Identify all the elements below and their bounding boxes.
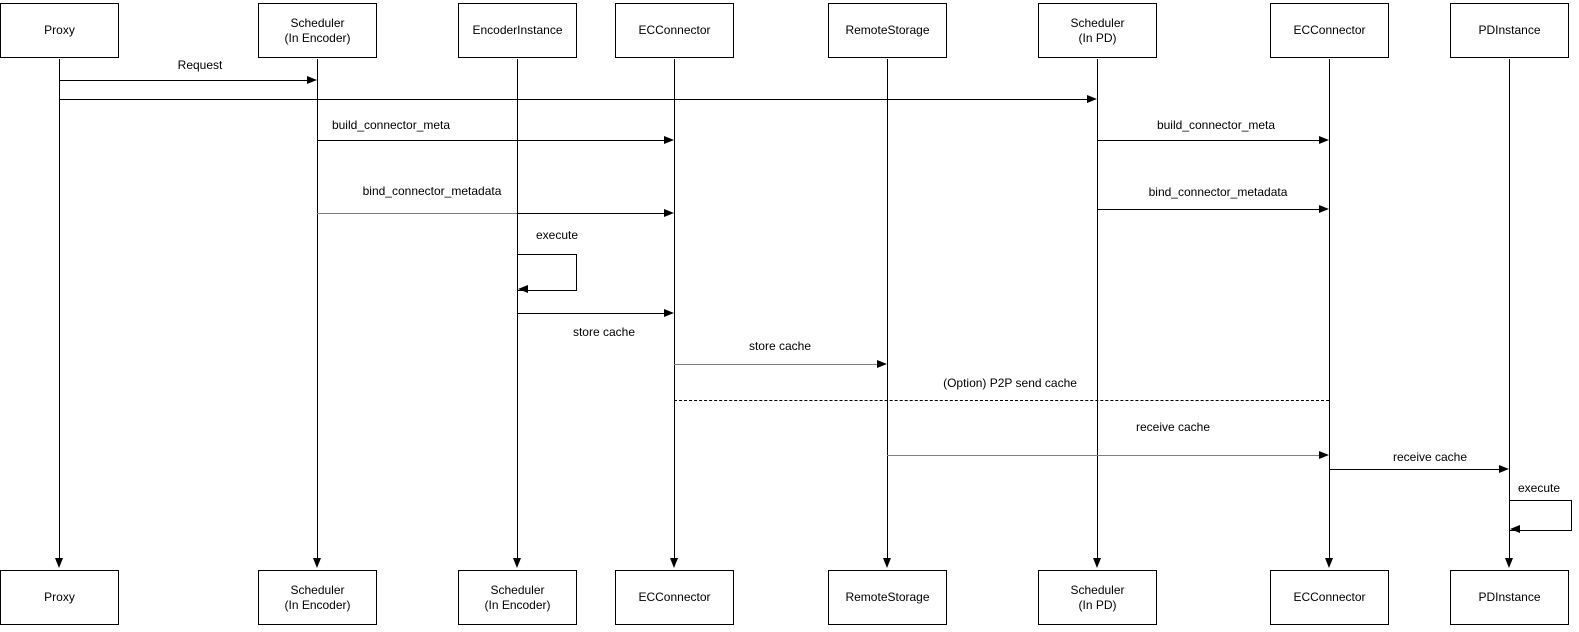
- message-arrowhead-bind-connector-metadata-encoder: [664, 209, 674, 217]
- message-arrowhead-receive-cache-from-storage: [1319, 451, 1329, 459]
- actor-box-top-ecconnector-right: ECConnector: [1270, 3, 1389, 58]
- self-message-loop-execute-pd: [1509, 500, 1572, 531]
- message-arrowhead-bind-connector-metadata-pd: [1319, 205, 1329, 213]
- message-arrowhead-build-connector-meta-encoder: [664, 136, 674, 144]
- message-line-receive-cache-from-storage: [887, 455, 1319, 456]
- actor-box-top-scheduler-pd: Scheduler (In PD): [1038, 3, 1157, 58]
- message-arrowhead-request: [307, 76, 317, 84]
- actor-box-top-remote-storage: RemoteStorage: [828, 3, 947, 58]
- actor-box-bottom-proxy: Proxy: [0, 570, 119, 625]
- lifeline-end-arrowhead-remote-storage: [883, 558, 891, 568]
- message-label-execute-pd: execute: [1515, 481, 1563, 495]
- message-line-request: [59, 80, 308, 81]
- lifeline-end-arrowhead-scheduler-pd: [1093, 558, 1101, 568]
- message-line-store-cache-to-connector: [517, 313, 664, 314]
- actor-box-bottom-scheduler-encoder: Scheduler (In Encoder): [258, 570, 377, 625]
- message-label-p2p-send-cache: (Option) P2P send cache: [941, 376, 1079, 390]
- lifeline-end-arrowhead-ecconnector-left: [670, 558, 678, 568]
- lifeline-end-arrowhead-encoder-instance: [513, 558, 521, 568]
- actor-box-top-encoder-instance: EncoderInstance: [458, 3, 577, 58]
- lifeline-end-arrowhead-scheduler-encoder: [313, 558, 321, 568]
- actor-box-top-pdinstance: PDInstance: [1450, 3, 1569, 58]
- message-line-p2p-send-cache: [674, 400, 1329, 401]
- actor-box-top-proxy: Proxy: [0, 3, 119, 58]
- lifeline-encoder-instance: [517, 59, 518, 560]
- lifeline-ecconnector-right: [1329, 59, 1330, 560]
- lifeline-proxy: [59, 59, 60, 560]
- message-arrowhead-build-connector-meta-pd: [1319, 136, 1329, 144]
- message-arrowhead-execute-encoder: [518, 285, 528, 293]
- message-line-store-cache-to-storage: [674, 364, 877, 365]
- lifeline-end-arrowhead-pdinstance: [1505, 558, 1513, 568]
- message-arrowhead-proxy-to-pd-scheduler: [1087, 95, 1097, 103]
- message-label-build-connector-meta-encoder: build_connector_meta: [329, 118, 453, 132]
- message-line-proxy-to-pd-scheduler: [59, 99, 1088, 100]
- lifeline-scheduler-pd: [1097, 59, 1098, 560]
- message-line-receive-cache-to-pd: [1329, 469, 1499, 470]
- message-label-receive-cache-to-pd: receive cache: [1390, 450, 1470, 464]
- message-label-request: Request: [175, 58, 225, 72]
- lifeline-ecconnector-left: [674, 59, 675, 560]
- actor-box-bottom-scheduler-pd: Scheduler (In PD): [1038, 570, 1157, 625]
- lifeline-scheduler-encoder: [317, 59, 318, 560]
- message-arrowhead-execute-pd: [1510, 525, 1520, 533]
- message-arrowhead-store-cache-to-connector: [664, 309, 674, 317]
- message-label-bind-connector-metadata-encoder: bind_connector_metadata: [360, 184, 504, 198]
- message-label-store-cache-to-connector: store cache: [570, 325, 638, 339]
- lifeline-end-arrowhead-ecconnector-right: [1325, 558, 1333, 568]
- message-label-bind-connector-metadata-pd: bind_connector_metadata: [1146, 185, 1290, 199]
- message-label-build-connector-meta-pd: build_connector_meta: [1154, 118, 1278, 132]
- lifeline-remote-storage: [887, 59, 888, 560]
- message-line-build-connector-meta-encoder: [317, 140, 665, 141]
- message-line-build-connector-meta-pd: [1097, 140, 1320, 141]
- actor-box-bottom-pdinstance: PDInstance: [1450, 570, 1569, 625]
- message-line-bind-connector-metadata-pd: [1097, 209, 1320, 210]
- message-arrowhead-receive-cache-to-pd: [1499, 465, 1509, 473]
- message-label-store-cache-to-storage: store cache: [746, 339, 814, 353]
- lifeline-end-arrowhead-proxy: [55, 558, 63, 568]
- actor-box-top-ecconnector-left: ECConnector: [615, 3, 734, 58]
- actor-box-bottom-ecconnector-right: ECConnector: [1270, 570, 1389, 625]
- message-line-bind-connector-metadata-encoder: [317, 213, 665, 214]
- self-message-loop-execute-encoder: [517, 254, 577, 291]
- actor-box-top-scheduler-encoder: Scheduler (In Encoder): [258, 3, 377, 58]
- actor-box-bottom-ecconnector-left: ECConnector: [615, 570, 734, 625]
- lifeline-pdinstance: [1509, 59, 1510, 560]
- message-label-execute-encoder: execute: [533, 228, 581, 242]
- message-label-receive-cache-from-storage: receive cache: [1133, 420, 1213, 434]
- message-arrowhead-store-cache-to-storage: [877, 360, 887, 368]
- actor-box-bottom-remote-storage: RemoteStorage: [828, 570, 947, 625]
- actor-box-bottom-scheduler-encoder-2: Scheduler (In Encoder): [458, 570, 577, 625]
